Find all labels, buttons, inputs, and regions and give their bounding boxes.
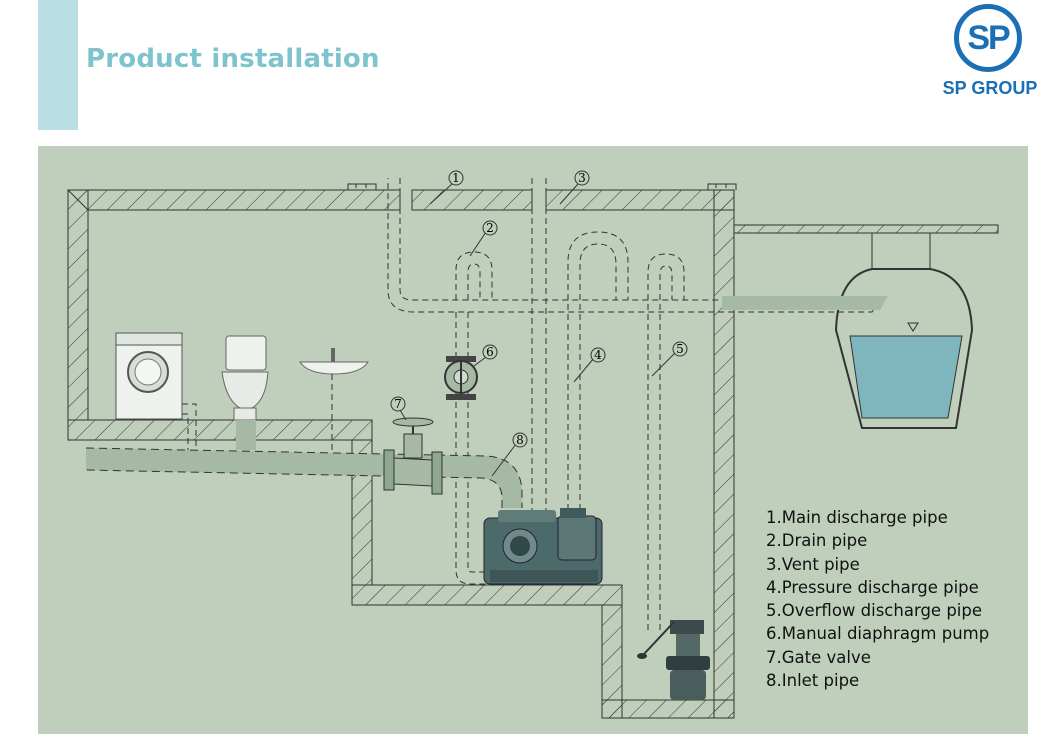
manual-diaphragm-pump	[444, 356, 478, 400]
washer-drain	[182, 403, 197, 450]
vent-pipe	[531, 178, 547, 510]
page-title: Product installation	[86, 44, 380, 74]
callout-leaders	[399, 183, 677, 477]
legend-item-manual-diaphragm-pump: 6.Manual diaphragm pump	[766, 624, 990, 644]
svg-text:5: 5	[676, 342, 684, 356]
legend-item-pressure-discharge-pipe: 4.Pressure discharge pipe	[766, 577, 979, 597]
septic-tank	[834, 232, 974, 429]
inlet-pipe	[85, 447, 523, 508]
svg-text:6: 6	[486, 345, 494, 359]
pressure-discharge-pipe	[567, 231, 629, 510]
callout-3: 3	[574, 170, 590, 186]
callout-numbers: 1 2 3 4 5 6 7 8	[390, 170, 688, 448]
logo-mark: SP	[967, 19, 1010, 57]
header-accent-bar	[38, 0, 78, 130]
callout-8: 8	[512, 432, 528, 448]
logo-circle	[954, 4, 1022, 72]
roof-vent-markers	[347, 183, 737, 190]
svg-text:2: 2	[486, 221, 494, 235]
legend-item-overflow-discharge-pipe: 5.Overflow discharge pipe	[766, 601, 982, 621]
sink	[299, 348, 369, 452]
callout-4: 4	[590, 347, 606, 363]
washing-machine	[115, 332, 183, 420]
logo-text: SP GROUP	[942, 78, 1038, 98]
callout-5: 5	[672, 341, 688, 357]
submersible-pump	[637, 620, 710, 700]
legend-item-main-discharge-pipe: 1.Main discharge pipe	[766, 508, 948, 527]
svg-text:8: 8	[516, 433, 524, 447]
toilet	[221, 335, 269, 450]
callout-1: 1	[448, 170, 464, 186]
svg-text:1: 1	[452, 171, 460, 185]
legend-item-inlet-pipe: 8.Inlet pipe	[766, 671, 860, 691]
main-discharge-pipe	[387, 178, 888, 313]
svg-text:4: 4	[594, 348, 602, 362]
callout-6: 6	[482, 344, 498, 360]
callout-7: 7	[390, 396, 406, 412]
legend-item-gate-valve: 7.Gate valve	[766, 647, 871, 667]
legend-item-vent-pipe: 3.Vent pipe	[766, 554, 860, 574]
gate-valve	[383, 417, 443, 495]
callout-2: 2	[482, 220, 498, 236]
svg-text:3: 3	[578, 171, 586, 185]
sp-group-logo: SP SP GROUP	[940, 4, 1044, 114]
diagram-legend: 1.Main discharge pipe 2.Drain pipe 3.Ven…	[766, 506, 989, 692]
legend-item-drain-pipe: 2.Drain pipe	[766, 531, 868, 551]
overflow-discharge-pipe	[647, 253, 685, 630]
drain-pipe	[455, 251, 493, 585]
lifting-station	[483, 508, 603, 585]
svg-text:7: 7	[394, 397, 402, 411]
